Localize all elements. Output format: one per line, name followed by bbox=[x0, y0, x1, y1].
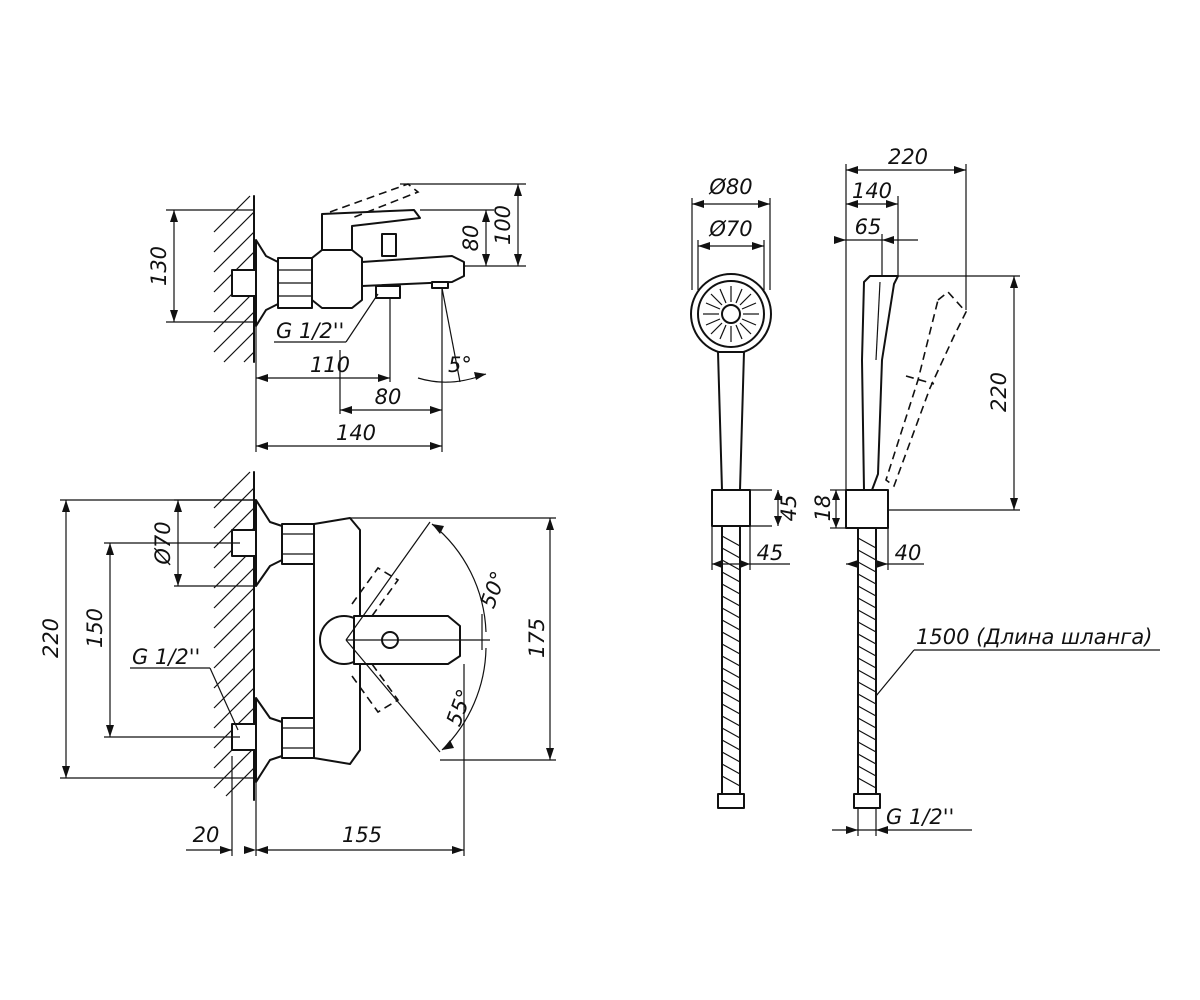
holder-front bbox=[711, 489, 751, 527]
dim-g-half-front: G 1/2'' bbox=[132, 645, 200, 669]
top-view: 130 80 100 G 1/2'' 110 80 bbox=[147, 183, 526, 452]
escutcheon-lower bbox=[255, 697, 283, 783]
dim-g-half-top: G 1/2'' bbox=[276, 319, 344, 343]
dim-220-front: 220 bbox=[39, 618, 63, 658]
dim-220-height: 220 bbox=[987, 372, 1011, 412]
dim-65: 65 bbox=[855, 215, 882, 239]
lever-rotated-down bbox=[351, 663, 400, 714]
dim-45-height: 45 bbox=[777, 495, 801, 522]
spout-top bbox=[361, 255, 465, 287]
hose-length-label: 1500 (Длина шланга) bbox=[916, 625, 1152, 649]
shower-head-tilted bbox=[885, 290, 967, 488]
hose-side bbox=[857, 527, 877, 795]
inlet-pipe-top bbox=[231, 269, 259, 297]
dim-diameter-70-shower: Ø70 bbox=[708, 217, 752, 241]
shower-handle-front bbox=[717, 351, 745, 491]
dim-18: 18 bbox=[811, 495, 835, 522]
dim-100: 100 bbox=[491, 205, 515, 245]
shower-side-view: 220 140 65 220 18 bbox=[811, 145, 1160, 836]
dim-150: 150 bbox=[83, 608, 107, 648]
dim-g-half-bottom: G 1/2'' bbox=[886, 805, 954, 829]
shower-head-side bbox=[861, 275, 899, 491]
lever-raised-top bbox=[329, 183, 420, 219]
diverter-knob-top bbox=[381, 233, 397, 257]
nut-lower bbox=[281, 717, 315, 759]
dim-80-height: 80 bbox=[459, 225, 483, 252]
dim-140-top: 140 bbox=[336, 421, 376, 445]
front-view: 50° 55° Ø70 220 150 G 1/2'' 175 bbox=[39, 471, 556, 856]
dim-45-width: 45 bbox=[757, 541, 784, 565]
lever-top bbox=[321, 209, 421, 251]
dim-diameter-80: Ø80 bbox=[708, 175, 752, 199]
escutcheon-top bbox=[255, 239, 279, 327]
escutcheon-upper bbox=[255, 499, 283, 587]
dim-130: 130 bbox=[147, 246, 171, 286]
dim-angle-55: 55° bbox=[442, 686, 477, 729]
shower-head-inner bbox=[697, 280, 765, 348]
aerator-top bbox=[431, 281, 449, 289]
shower-outlet-top bbox=[375, 285, 401, 299]
dim-110: 110 bbox=[310, 353, 350, 377]
dim-220-width: 220 bbox=[888, 145, 928, 169]
spray-nozzles bbox=[703, 286, 759, 342]
holder-side bbox=[845, 489, 889, 529]
dim-175: 175 bbox=[525, 618, 549, 658]
shower-front-view: Ø80 Ø70 bbox=[690, 175, 801, 809]
mixer-body-top bbox=[311, 249, 363, 309]
hose-nut-front bbox=[717, 793, 745, 809]
dim-40: 40 bbox=[895, 541, 922, 565]
dim-155: 155 bbox=[342, 823, 382, 847]
shower-head-center bbox=[721, 304, 741, 324]
dim-angle-5: 5° bbox=[448, 353, 472, 377]
hose-nut-side bbox=[853, 793, 881, 809]
nut-upper bbox=[281, 523, 315, 565]
lever-rotated-up bbox=[351, 566, 400, 617]
dim-angle-50: 50° bbox=[476, 568, 511, 611]
dim-140-side: 140 bbox=[852, 179, 892, 203]
dim-80-length: 80 bbox=[375, 385, 402, 409]
dim-20: 20 bbox=[193, 823, 220, 847]
